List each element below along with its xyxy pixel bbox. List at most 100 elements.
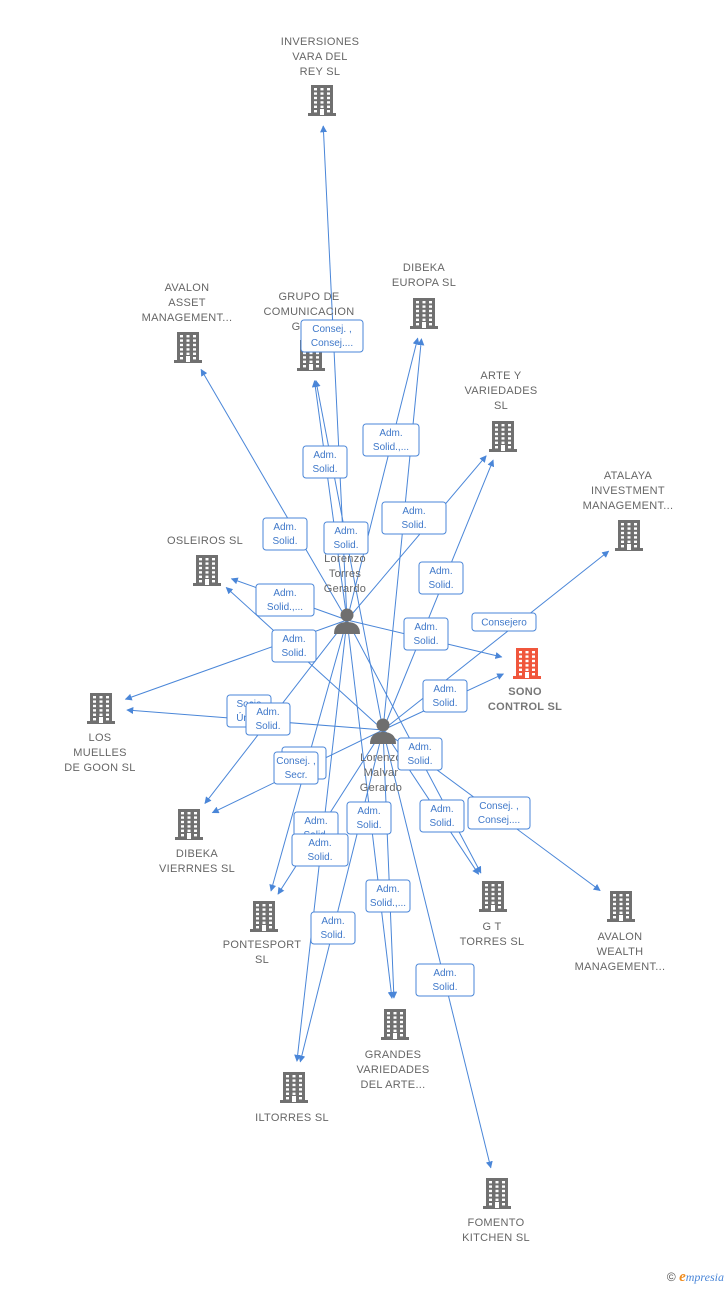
edge-role-label[interactable]: Adm.Solid. [302,445,348,479]
building-window [416,309,419,313]
edge-role-text: Adm. [433,684,456,695]
company-node-avalon_wealth[interactable]: AVALONWEALTHMANAGEMENT... [575,891,666,973]
edge-role-label[interactable]: Adm.Solid. [415,963,475,997]
edge-p2-fomento [382,729,493,1169]
building-window [256,908,259,911]
edge-role-label[interactable]: Adm.Solid. [419,799,465,833]
edge-role-label[interactable]: Adm.Solid. [291,833,349,867]
building-window [495,441,498,444]
building-window [194,829,197,832]
building-window [627,540,631,543]
building-window [316,351,319,355]
building-window [286,1075,289,1078]
building-window [205,575,209,578]
building-window [269,921,272,924]
company-node-iltorres[interactable]: ILTORRES SL [255,1072,329,1124]
building-window [316,365,319,368]
company-node-avalon_asset[interactable]: AVALONASSETMANAGEMENT... [142,282,233,363]
building-window [316,360,319,363]
edge-role-label[interactable]: Adm.Solid.,... [255,583,315,617]
edge-role-label[interactable]: Adm.Solid. [245,702,291,736]
edge-role-text: Secr. [285,770,308,781]
edge-role-label[interactable]: Adm.Solid. [262,517,308,551]
node-label: COMUNICACION [264,306,355,318]
edge-role-text: Consej. , [276,756,315,767]
edge-role-label[interactable]: Adm.Solid. [271,629,317,663]
edge-role-label[interactable]: Adm.Solid. [323,521,369,555]
building-window [525,659,529,663]
node-label: ATALAYA [604,470,653,482]
node-label: TORRES SL [460,936,525,948]
edge-role-label[interactable]: Adm.Solid. [403,617,449,651]
edge-role-label[interactable]: Adm.Solid. [310,911,356,945]
edge-p2-grupo_de [313,379,384,731]
building-door [422,322,426,328]
node-label: ILTORRES SL [255,1112,329,1124]
building-window [194,825,197,828]
node-label: DE GOON SL [64,762,135,774]
building-window [508,428,511,431]
building-window [416,323,419,326]
building-window [532,655,535,658]
node-label: MANAGEMENT... [575,961,666,973]
building-window [314,110,317,113]
building-window [106,700,109,703]
building-window [626,894,629,897]
building-window [303,365,306,368]
building-window [93,713,96,716]
edge-role-label[interactable]: Consejero [471,612,537,632]
edge-role-label[interactable]: Adm.Solid.,... [365,879,411,913]
node-label: ASSET [168,297,206,309]
building-window [508,446,511,449]
building-window [416,301,419,304]
edge-role-label[interactable]: Consej. ,Consej.... [467,796,531,830]
edge-role-label[interactable]: Adm.Solid. [346,801,392,835]
building-window [429,305,432,308]
building-window [634,523,637,526]
building-window [286,1088,289,1091]
building-window [422,301,426,304]
building-window [501,441,505,444]
edge-role-text: Solid. [312,464,337,475]
node-label: LOS [89,732,112,744]
building-window [256,926,259,929]
building-window [193,348,196,351]
edge-role-label[interactable]: Adm.Solid.,... [362,423,420,457]
building-window [495,437,498,440]
edge-role-label[interactable]: Adm.Solid. [422,679,468,713]
edge-role-label[interactable]: Consej. , Secr. [273,751,319,785]
edge-role-label[interactable]: Adm.Solid. [397,737,443,771]
edge-role-label[interactable]: Adm.Solid. [418,561,464,595]
building-window [495,1181,499,1184]
building-window [187,825,191,828]
building-window [485,906,488,909]
building-window [256,904,259,907]
building-door [262,925,266,931]
company-node-atalaya[interactable]: ATALAYAINVESTMENTMANAGEMENT... [583,470,674,551]
building-window [387,1034,390,1037]
edge-role-label[interactable]: Adm.Solid. [381,501,447,535]
edge-role-text: Solid. [429,818,454,829]
building-window [495,1185,499,1188]
building-window [314,101,317,104]
building-window [491,892,495,896]
edge-role-label[interactable]: Consej. ,Consej.... [300,319,364,353]
company-node-osleiros[interactable]: OSLEIROS SL [167,535,243,586]
building-window [299,1097,302,1100]
building-window [501,424,505,427]
building-window [495,1189,499,1193]
building-window [626,911,629,914]
building-window [621,536,624,539]
